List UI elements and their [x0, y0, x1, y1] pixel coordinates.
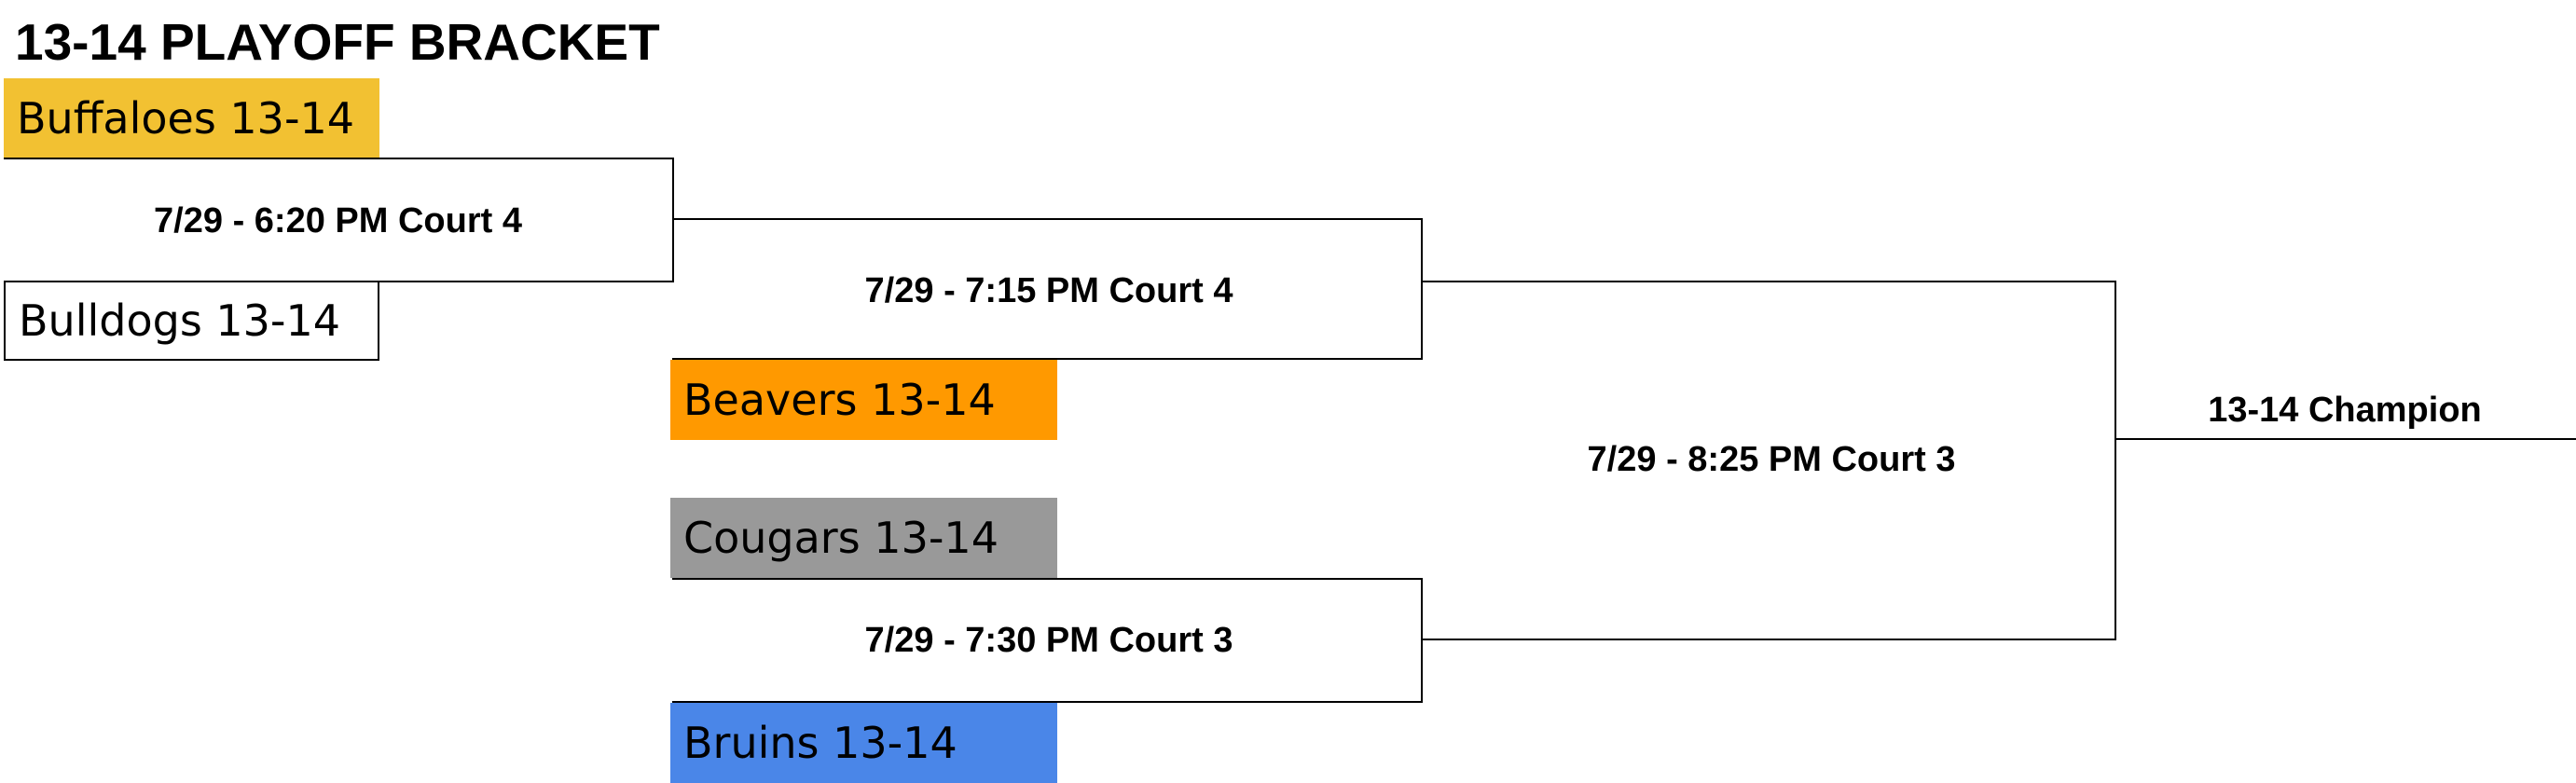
bracket-line-game2-bottom	[672, 358, 1423, 360]
team-bruins: Bruins 13-14	[670, 703, 1057, 783]
page-title: 13-14 PLAYOFF BRACKET	[15, 13, 660, 71]
bracket-line-champion	[2115, 438, 2576, 440]
team-buffaloes: Buffaloes 13-14	[4, 78, 379, 158]
team-beavers: Beavers 13-14	[670, 360, 1057, 440]
game1-time-label: 7/29 - 6:20 PM Court 4	[154, 201, 522, 240]
bracket-line-game3-right	[1421, 578, 1423, 703]
bracket-line-game3-top	[672, 578, 1423, 580]
bracket-line-final-right	[2115, 281, 2116, 640]
game3-time-label: 7/29 - 7:30 PM Court 3	[864, 621, 1233, 660]
final-time-label: 7/29 - 8:25 PM Court 3	[1587, 440, 1956, 479]
bracket-line-game3-bottom	[672, 701, 1423, 703]
bracket-line-game1-top	[4, 158, 674, 159]
champion-label: 13-14 Champion	[2208, 391, 2482, 430]
team-bulldogs: Bulldogs 13-14	[4, 281, 379, 361]
bracket-line-game2-right	[1421, 218, 1423, 360]
bracket-line-final-bottom	[1421, 639, 2116, 640]
game2-time-label: 7/29 - 7:15 PM Court 4	[864, 271, 1233, 310]
team-cougars: Cougars 13-14	[670, 498, 1057, 578]
bracket-line-game1-right	[672, 158, 674, 282]
bracket-line-game2-top	[672, 218, 1423, 220]
bracket-line-final-top	[1421, 281, 2116, 282]
